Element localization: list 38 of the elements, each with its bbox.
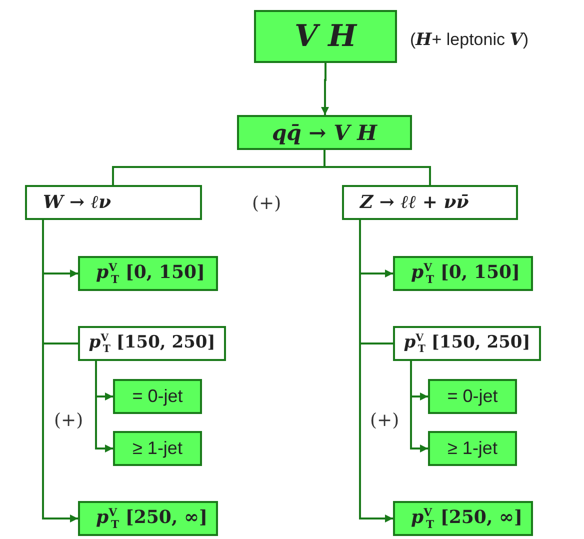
box-label: p$^{V}$$_{T}$ [250, ∞] [411, 506, 522, 531]
annotation-text: (H+ leptonic V) [410, 30, 529, 50]
box-label: V H [294, 19, 357, 54]
process-box [78, 501, 218, 536]
process-box [254, 10, 397, 63]
process-box [78, 326, 226, 361]
process-box [25, 185, 202, 220]
plus-note: (+) [252, 193, 282, 214]
plus-note: (+) [370, 410, 400, 431]
process-box [428, 379, 517, 414]
process-box [113, 379, 202, 414]
connector-line [324, 150, 431, 185]
box-label: qq̄ → V H [272, 120, 378, 145]
process-box [113, 431, 202, 466]
process-box [78, 256, 218, 291]
process-box [428, 431, 517, 466]
process-box [393, 326, 541, 361]
box-label: W → ℓν [43, 192, 112, 213]
process-box [393, 256, 533, 291]
box-label: p$^{V}$$_{T}$ [0, 150] [411, 261, 520, 286]
plus-note: (+) [54, 410, 84, 431]
box-label: ≥ 1-jet [448, 438, 498, 459]
arrow [95, 361, 113, 452]
box-label: p$^{V}$$_{T}$ [150, 250] [88, 332, 216, 356]
arrow [359, 220, 393, 522]
arrow [321, 63, 329, 115]
box-label: = 0-jet [447, 386, 498, 407]
box-label: p$^{V}$$_{T}$ [250, ∞] [96, 506, 208, 531]
process-box [342, 185, 518, 220]
box-label: p$^{V}$$_{T}$ [0, 150] [96, 261, 206, 286]
box-label: Z → ℓℓ + νν̄ [360, 192, 469, 213]
box-label: ≥ 1-jet [132, 438, 182, 459]
box-label: p$^{V}$$_{T}$ [150, 250] [404, 332, 530, 356]
arrow [410, 361, 428, 452]
process-box [393, 501, 533, 536]
box-label: = 0-jet [132, 386, 183, 407]
process-box [237, 115, 412, 150]
arrow [42, 220, 78, 522]
